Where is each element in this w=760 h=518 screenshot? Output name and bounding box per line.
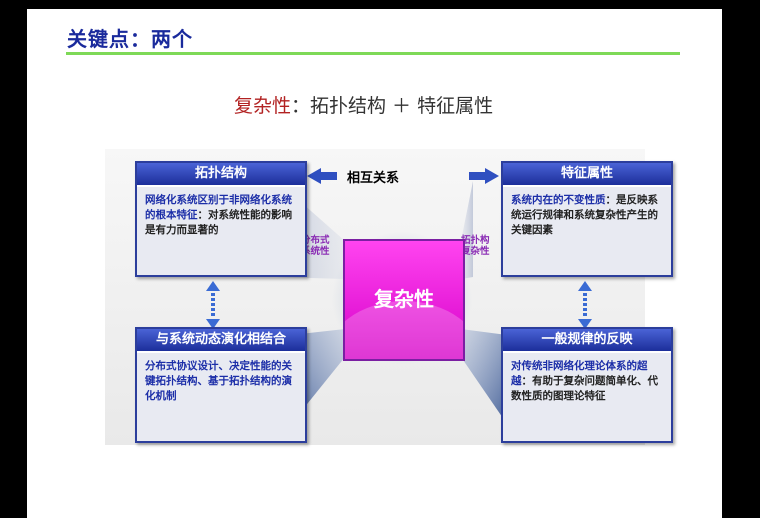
box-attributes-text: ：是反映系统运行规律和系统复杂性产生的关键因素 — [511, 194, 658, 236]
subtitle-highlight: 复杂性 — [234, 95, 292, 117]
left-side-label: 分布式 系统性 — [301, 235, 330, 257]
box-attributes-header: 特征属性 — [503, 163, 671, 187]
box-attributes: 特征属性 系统内在的不变性质：是反映系统运行规律和系统复杂性产生的关键因素 — [501, 161, 673, 277]
slide-subtitle: 复杂性：拓扑结构 ＋ 特征属性 — [234, 91, 493, 118]
title-divider — [66, 52, 680, 55]
complexity-diagram: 相互关系 分布式 系统性 拓扑构 复杂性 复杂性 拓扑结构 网络化系统区别于非网… — [105, 149, 673, 445]
center-complexity-box: 复杂性 — [343, 239, 465, 361]
box-topology-header: 拓扑结构 — [137, 163, 305, 187]
relation-label: 相互关系 — [347, 171, 400, 186]
box-topology-text: ：对系统性能的影响是有力而显著的 — [145, 209, 292, 236]
left-relation-arrow — [307, 168, 337, 184]
right-side-label: 拓扑构 复杂性 — [461, 235, 490, 257]
box-general-law-emphasis: 对传统非网络化理论体系的超越 — [511, 360, 648, 387]
right-vertical-double-arrow — [578, 281, 592, 329]
box-general-law-text: ：有助于复杂问题简单化、代数性质的图理论特征 — [511, 375, 658, 402]
box-attributes-emphasis: 系统内在的不变性质 — [511, 194, 606, 206]
box-general-law-header: 一般规律的反映 — [503, 329, 671, 353]
beam-bottom-right — [461, 329, 507, 424]
box-dynamic-evolution-body: 分布式协议设计、决定性能的关键拓扑结构、基于拓扑结构的演化机制 — [137, 353, 305, 410]
box-general-law-body: 对传统非网络化理论体系的超越：有助于复杂问题简单化、代数性质的图理论特征 — [503, 353, 671, 410]
slide-title: 关键点：两个 — [67, 27, 193, 51]
subtitle-rest: ：拓扑结构 ＋ 特征属性 — [291, 95, 494, 117]
box-dynamic-evolution-emphasis: 分布式协议设计、决定性能的关键拓扑结构、基于拓扑结构的演化机制 — [145, 360, 292, 402]
box-attributes-body: 系统内在的不变性质：是反映系统运行规律和系统复杂性产生的关键因素 — [503, 187, 671, 244]
box-topology-emphasis: 网络化系统区别于非网络化系统的根本特征 — [145, 194, 292, 221]
box-dynamic-evolution-header: 与系统动态演化相结合 — [137, 329, 305, 353]
right-relation-arrow — [469, 168, 499, 184]
center-label: 复杂性 — [374, 287, 434, 311]
slide: 关键点：两个 复杂性：拓扑结构 ＋ 特征属性 — [27, 9, 722, 518]
box-general-law: 一般规律的反映 对传统非网络化理论体系的超越：有助于复杂问题简单化、代数性质的图… — [501, 327, 673, 443]
box-topology: 拓扑结构 网络化系统区别于非网络化系统的根本特征：对系统性能的影响是有力而显著的 — [135, 161, 307, 277]
box-topology-body: 网络化系统区别于非网络化系统的根本特征：对系统性能的影响是有力而显著的 — [137, 187, 305, 244]
center-highlight — [345, 301, 463, 359]
left-vertical-double-arrow — [206, 281, 220, 329]
box-dynamic-evolution: 与系统动态演化相结合 分布式协议设计、决定性能的关键拓扑结构、基于拓扑结构的演化… — [135, 327, 307, 443]
